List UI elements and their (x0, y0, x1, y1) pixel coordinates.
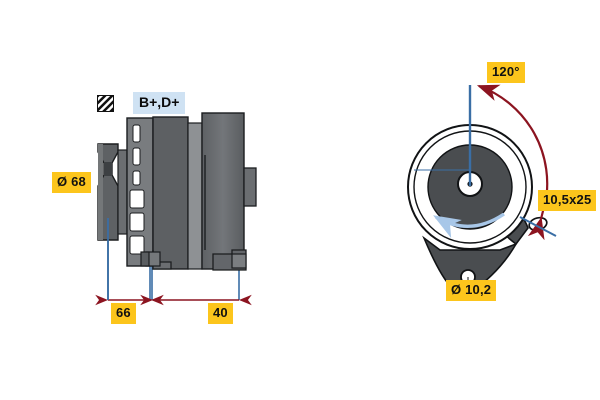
side-elevation-view (95, 112, 257, 306)
pulley-spacer (117, 149, 128, 235)
cooling-slot (129, 235, 145, 255)
label-pulley-diameter: Ø 68 (52, 172, 91, 193)
slot-leader-line (519, 216, 557, 237)
rotation-direction-arrow (433, 212, 505, 239)
angle-arc-120 (476, 84, 549, 206)
cooling-slot (129, 212, 145, 232)
mounting-feet (140, 249, 247, 271)
drive-end-bracket (126, 117, 154, 267)
label-dimension-66: 66 (111, 303, 136, 324)
label-bolt-hole-diameter: Ø 10,2 (446, 280, 497, 301)
slip-ring-end-cover (243, 167, 257, 207)
cooling-slot (132, 124, 141, 143)
label-dimension-40: 40 (208, 303, 233, 324)
label-terminal: B+,D+ (133, 92, 186, 114)
label-slot-size: 10,5x25 (538, 190, 597, 211)
cooling-slot (132, 170, 141, 186)
cooling-slot (132, 147, 141, 166)
front-elevation-view (407, 84, 557, 294)
cooling-slot (129, 189, 145, 209)
stator-housing (152, 112, 245, 270)
label-angle-120: 120° (487, 62, 525, 83)
hatched-square-icon (97, 95, 114, 112)
